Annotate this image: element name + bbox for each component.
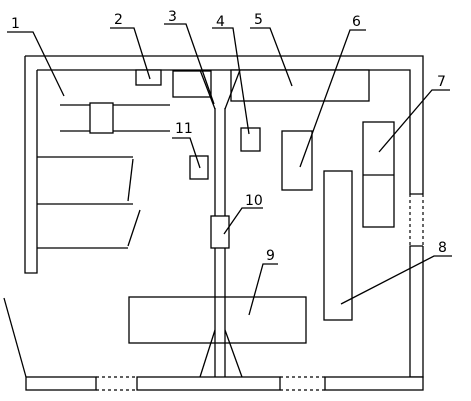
rail-guide-bottom-right [224, 329, 243, 378]
labels: 1 2 3 4 5 6 7 8 9 10 11 [11, 9, 447, 264]
rack-slant-2 [127, 209, 141, 247]
leader-1 [7, 31, 65, 97]
rack-slant-1 [127, 158, 134, 202]
label-9: 9 [266, 248, 275, 264]
bottom-wall-seg-mid [136, 376, 281, 391]
leader-9 [248, 263, 278, 316]
leader-6 [299, 29, 366, 168]
leader-lines [7, 23, 452, 316]
component-3-box [172, 70, 212, 98]
label-2: 2 [114, 12, 123, 28]
label-11: 11 [175, 121, 193, 137]
leader-2 [110, 27, 151, 80]
leader-7 [378, 89, 450, 153]
label-1: 1 [11, 16, 20, 32]
wall-inner-top [37, 69, 423, 195]
label-4: 4 [216, 14, 225, 30]
component-5-box [230, 69, 370, 102]
component-10-box [210, 215, 230, 249]
label-6: 6 [352, 14, 361, 30]
wall-left-outer [24, 56, 38, 274]
shelf-block [89, 102, 114, 134]
rail-guide-bottom-left [199, 329, 216, 378]
rail-guide-top-right [224, 69, 241, 110]
component-2-box [135, 69, 162, 86]
bottom-wall-seg-right [324, 376, 424, 391]
component-9-box [128, 296, 307, 344]
component-8-box [323, 170, 353, 321]
component-7-cabinet [362, 121, 395, 228]
outer-walls [3, 55, 424, 378]
entrance-slope [3, 297, 27, 378]
leader-5 [250, 27, 293, 87]
label-7: 7 [437, 74, 446, 90]
bottom-wall [25, 376, 424, 391]
label-8: 8 [438, 240, 447, 256]
leader-4 [212, 27, 250, 135]
component-6-box [281, 130, 313, 191]
leader-8 [340, 255, 452, 305]
component-1-shelving [37, 102, 170, 249]
rail-guide-top-left [199, 69, 216, 110]
leader-10 [223, 207, 263, 235]
component-11-box [189, 155, 209, 180]
component-4-box [240, 127, 261, 152]
wall-outer-top [25, 55, 424, 194]
label-3: 3 [168, 9, 177, 25]
leader-3 [164, 23, 215, 105]
leader-11 [172, 137, 201, 169]
label-5: 5 [254, 12, 263, 28]
bottom-wall-seg-left [25, 376, 97, 391]
label-10: 10 [245, 193, 263, 209]
